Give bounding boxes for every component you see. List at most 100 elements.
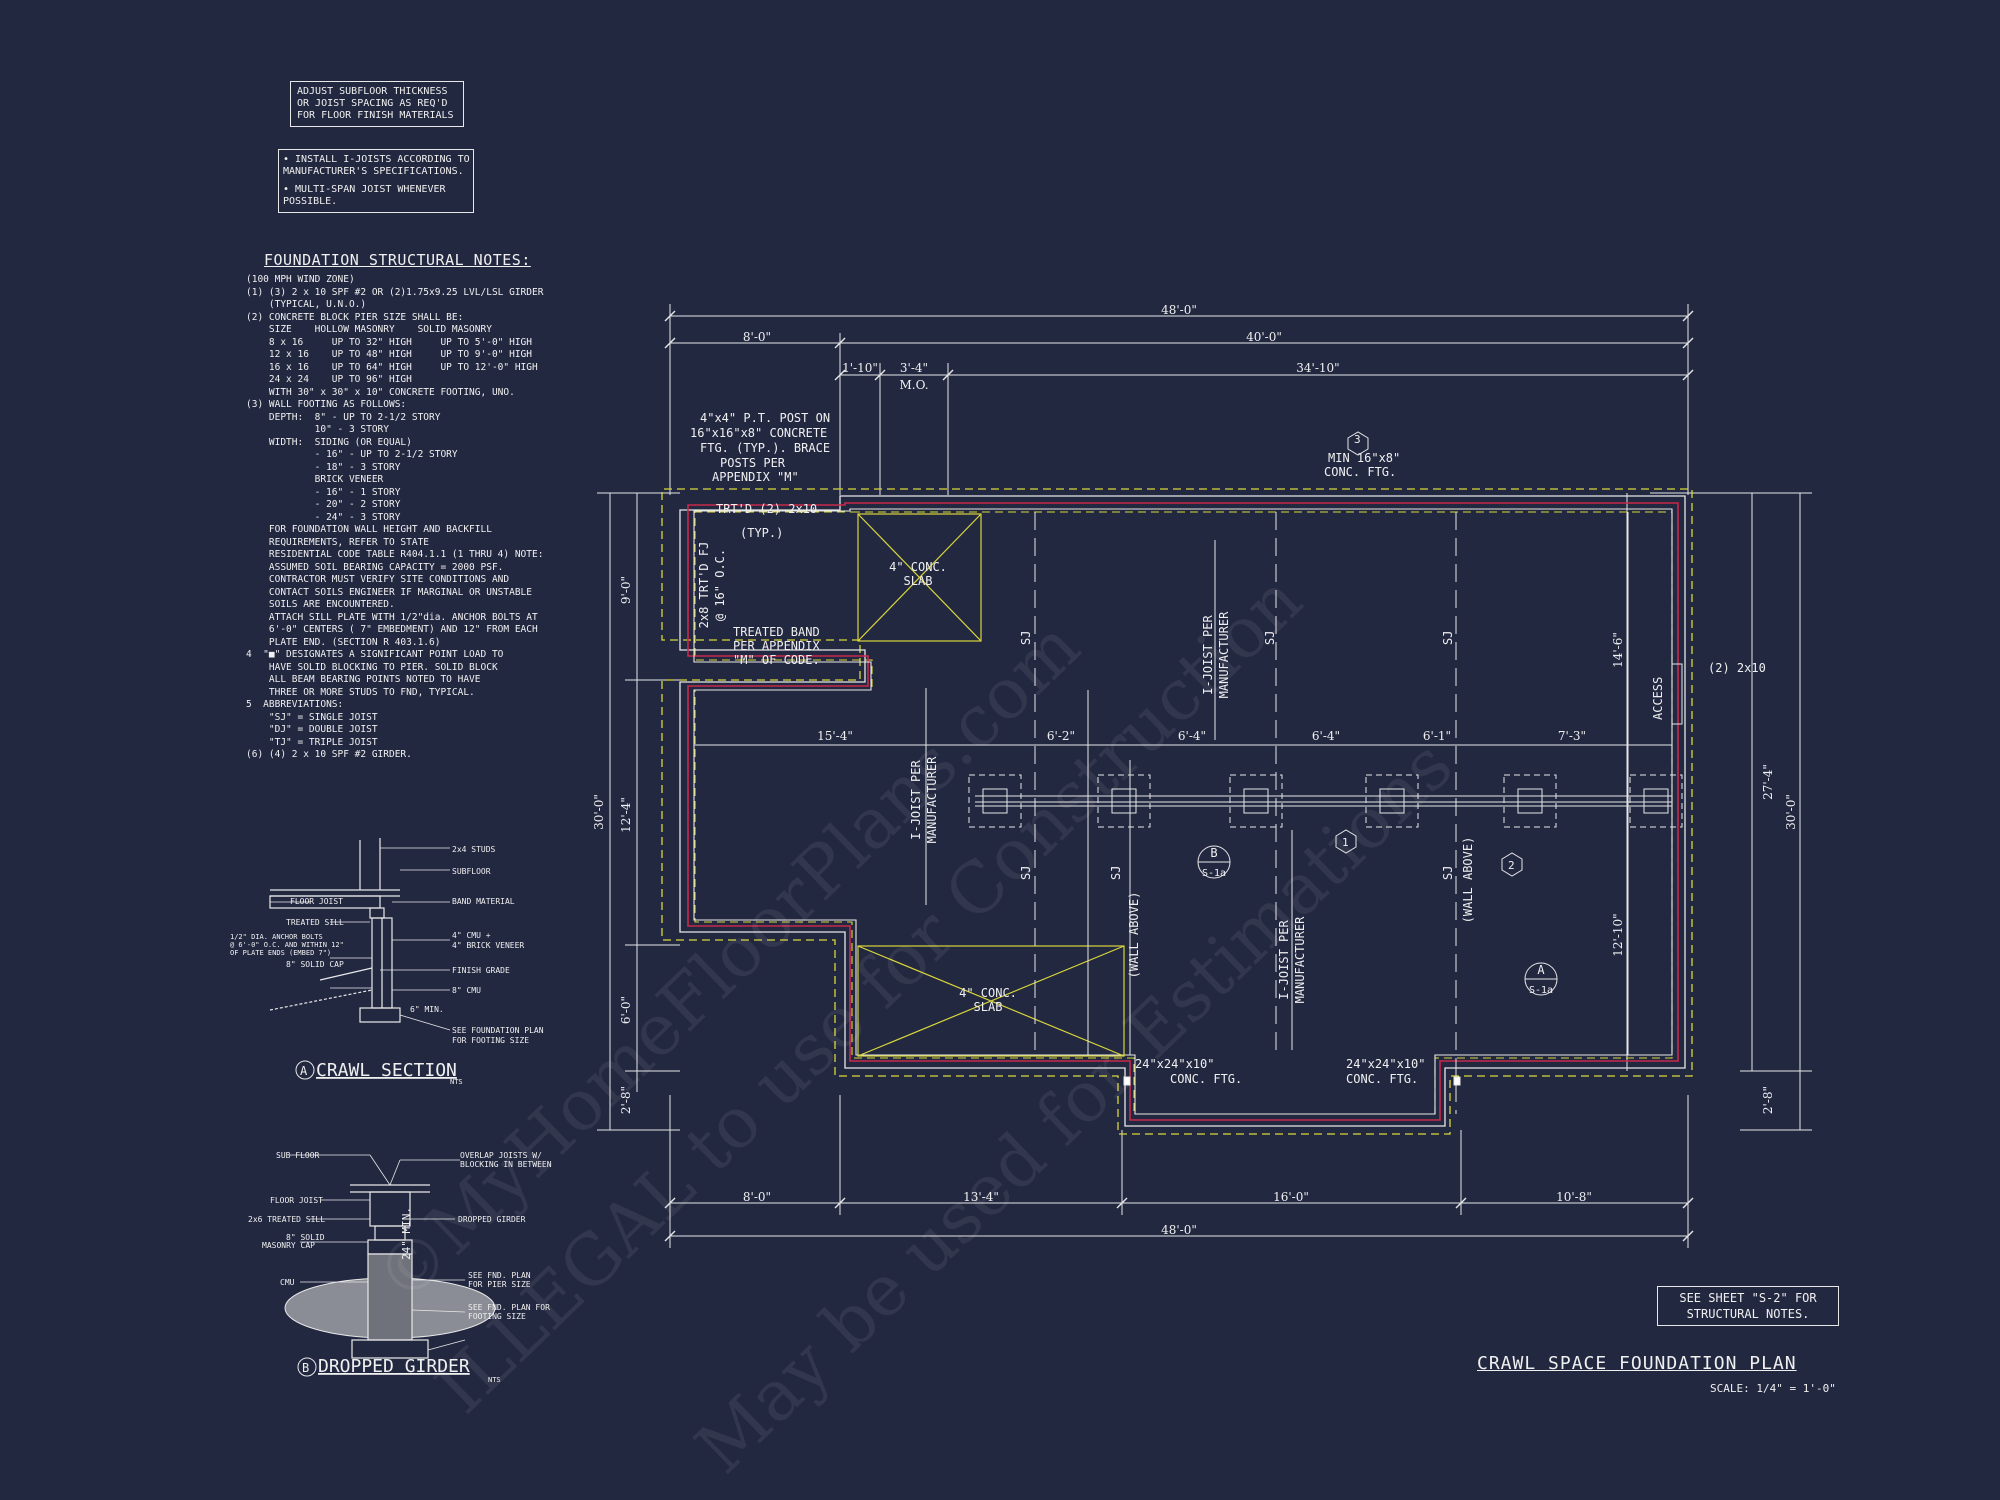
concrete-slabs — [857, 513, 1125, 1057]
dimension-ticks — [664, 310, 1694, 1242]
foundation-note-line: BRICK VENEER — [246, 474, 384, 485]
pier-footings — [968, 774, 1683, 828]
detail-label: FLOOR JOIST — [290, 897, 343, 906]
detail-label: SEE FND. PLAN FOR — [468, 1303, 550, 1312]
detail-label: 8" SOLID CAP — [286, 960, 344, 969]
ijoist-label: I-JOIST PER — [1277, 919, 1291, 999]
foundation-note-line: FOR FOUNDATION WALL HEIGHT AND BACKFILL — [246, 524, 492, 535]
foundation-note-line: CONTACT SOILS ENGINEER IF MARGINAL OR UN… — [246, 586, 532, 598]
dim-text: 12'-4" — [619, 797, 633, 833]
conc-ftg-callout: CONC. FTG. — [1170, 1072, 1242, 1086]
foundation-note-line: 12 x 16 UP TO 48" HIGH UP TO 9'-0" HIGH — [246, 349, 532, 360]
girder-dim: 6'-1" — [1423, 729, 1451, 743]
detail-label: 2x4 STUDS — [452, 845, 496, 854]
foundation-note-line: SOILS ARE ENCOUNTERED. — [246, 599, 395, 610]
dropped-girder-detail: SUB FLOOR OVERLAP JOISTS W/ BLOCKING IN … — [248, 1151, 552, 1384]
tag-3: 3 — [1354, 433, 1361, 446]
access-label: ACCESS — [1651, 677, 1665, 720]
dim-text: 48'-0" — [1161, 303, 1197, 317]
trtd-fj-callout: @ 16" O.C. — [713, 549, 727, 621]
girder-dim: 15'-4" — [817, 729, 853, 743]
ijoist-label: MANUFACTURER — [925, 756, 939, 843]
foundation-note-line: - 24" - 3 STORY — [246, 511, 401, 523]
note-line: • MULTI-SPAN JOIST WHENEVER — [283, 184, 446, 195]
bearing-lines — [1087, 512, 1629, 1055]
dim-text: 8'-0" — [743, 330, 771, 344]
sheet-ref: S-1a — [1529, 985, 1553, 996]
min-ftg-callout: MIN 16"x8" — [1328, 451, 1400, 465]
dim-text: 13'-4" — [963, 1190, 999, 1204]
foundation-note-line: - 20" - 2 STORY — [246, 499, 401, 510]
nts-label: NTS — [488, 1376, 501, 1384]
foundation-note-line: 16 x 16 UP TO 64" HIGH UP TO 12'-0" HIGH — [246, 361, 538, 373]
dim-text: 12'-10" — [1611, 913, 1625, 956]
note-line: STRUCTURAL NOTES. — [1686, 1307, 1810, 1321]
foundation-note-line: CONTRACTOR MUST VERIFY SITE CONDITIONS A… — [246, 574, 510, 585]
detail-label: OVERLAP JOISTS W/ — [460, 1151, 542, 1160]
post-callout: APPENDIX "M" — [712, 470, 799, 484]
girder-dim: 6'-4" — [1178, 729, 1206, 743]
detail-label: SEE FND. PLAN — [468, 1271, 531, 1280]
dim-text: 9'-0" — [619, 576, 633, 604]
foundation-note-line: 5 ABBREVIATIONS: — [246, 699, 344, 710]
ijoist-label: MANUFACTURER — [1217, 611, 1231, 698]
detail-label: OF PLATE ENDS (EMBED 7") — [230, 949, 331, 957]
crawl-section-title: CRAWL SECTION — [316, 1060, 457, 1081]
footing-outline — [661, 488, 1693, 1135]
detail-label: TREATED SILL — [286, 918, 344, 927]
foundation-note-line: DEPTH: 8" - UP TO 2-1/2 STORY — [246, 411, 441, 423]
pier-footing — [968, 774, 1022, 828]
tag-2: 2 — [1508, 859, 1515, 872]
foundation-note-line: (6) (4) 2 x 10 SPF #2 GIRDER. — [246, 749, 412, 760]
pier-footing — [1365, 774, 1419, 828]
conc-ftg-callout: 24"x24"x10" — [1135, 1057, 1214, 1071]
ijoist-label: MANUFACTURER — [1293, 916, 1307, 1003]
tag-B: B — [1210, 846, 1217, 860]
trtd-callout: TRT'D (2) 2x10 — [716, 502, 817, 516]
foundation-note-line: (TYPICAL, U.N.O.) — [246, 299, 367, 310]
sj-label: SJ — [1441, 631, 1455, 645]
pier-block — [982, 788, 1008, 814]
slab-label: SLAB — [904, 574, 933, 588]
post-callout: FTG. (TYP.). BRACE — [700, 441, 830, 455]
detail-label: FOR PIER SIZE — [468, 1280, 531, 1289]
dim-text: 3'-4" — [900, 361, 928, 375]
foundation-note-line: (100 MPH WIND ZONE) — [246, 274, 355, 285]
pier-footing — [1629, 774, 1683, 828]
foundation-note-line: 6'-0" CENTERS ( 7" EMBEDMENT) AND 12" FR… — [246, 624, 538, 635]
subfloor-note-box: ADJUST SUBFLOOR THICKNESS OR JOIST SPACI… — [290, 81, 464, 127]
foundation-note-line: 10" - 3 STORY — [246, 424, 389, 435]
plan-title: CRAWL SPACE FOUNDATION PLAN — [1477, 1353, 1797, 1374]
detail-label: SUB FLOOR — [276, 1151, 320, 1160]
sj-label: SJ — [1019, 631, 1033, 645]
detail-label: 8" SOLID — [286, 1233, 325, 1242]
conc-ftg-callout: 24"x24"x10" — [1346, 1057, 1425, 1071]
note-line: SEE SHEET "S-2" FOR — [1679, 1291, 1817, 1305]
foundation-note-line: ALL BEAM BEARING POINTS NOTED TO HAVE — [246, 674, 481, 685]
detail-marker: B — [302, 1361, 309, 1375]
dim-text: 1'-10" — [842, 361, 878, 375]
foundation-note-line: PLATE END. (SECTION R 403.1.6) — [246, 636, 441, 648]
dim-text: 27'-4" — [1761, 764, 1775, 800]
foundation-note-line: (2) CONCRETE BLOCK PIER SIZE SHALL BE: — [246, 311, 464, 323]
pier-block — [1379, 788, 1405, 814]
detail-label: MASONRY CAP — [262, 1241, 315, 1250]
pier-block — [1111, 788, 1137, 814]
post-callout: 16"x16"x8" CONCRETE — [690, 426, 827, 440]
joist-dashed-lines — [1034, 512, 1457, 1114]
pier-block — [1517, 788, 1543, 814]
sj-label: SJ — [1019, 866, 1033, 880]
min-ftg-callout: CONC. FTG. — [1324, 465, 1396, 479]
dropped-girder-title: DROPPED GIRDER — [318, 1356, 470, 1377]
dim-text: 34'-10" — [1296, 361, 1339, 375]
note-line: FOR FLOOR FINISH MATERIALS — [297, 110, 454, 121]
foundation-walls — [679, 495, 1686, 1127]
tags — [1123, 431, 1683, 1086]
dim-text: 2'-8" — [619, 1086, 633, 1114]
dim-text: 40'-0" — [1246, 330, 1282, 344]
foundation-note-line: "TJ" = TRIPLE JOIST — [246, 736, 378, 748]
wall-above-label: (WALL ABOVE) — [1461, 837, 1475, 924]
sj-label: SJ — [1109, 866, 1123, 880]
